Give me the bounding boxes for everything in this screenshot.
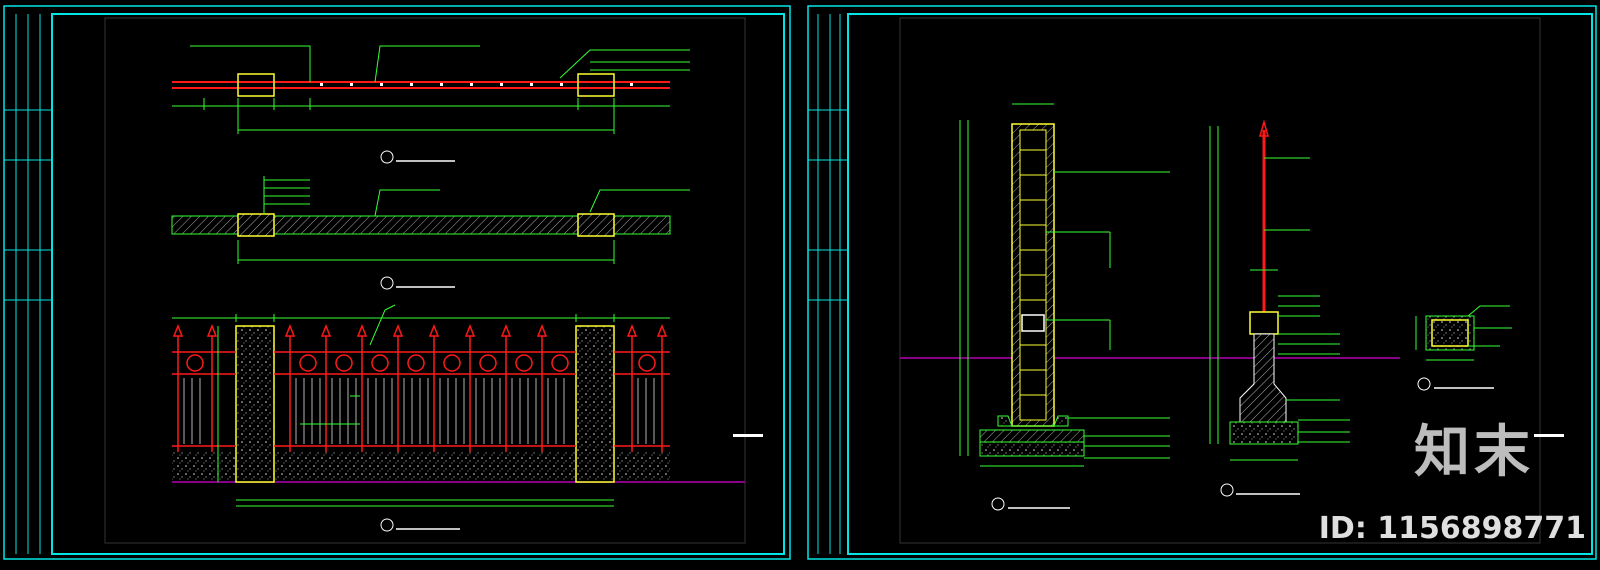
fence-section-2 xyxy=(1209,119,1350,497)
watermark-id: ID: 1156898771 xyxy=(1318,511,1586,546)
fence-railing xyxy=(172,323,670,452)
watermark-logo: 知末 xyxy=(1414,420,1534,485)
pier-section-1 xyxy=(959,103,1170,511)
right-sheet xyxy=(807,5,1597,560)
elevation-view-3 xyxy=(172,304,763,532)
right-title-block xyxy=(808,14,848,554)
plan-view-2 xyxy=(171,176,690,290)
plan-view-1 xyxy=(172,45,690,164)
cap-detail-3 xyxy=(1415,305,1564,437)
left-sheet xyxy=(3,5,791,560)
left-title-block xyxy=(4,14,52,554)
